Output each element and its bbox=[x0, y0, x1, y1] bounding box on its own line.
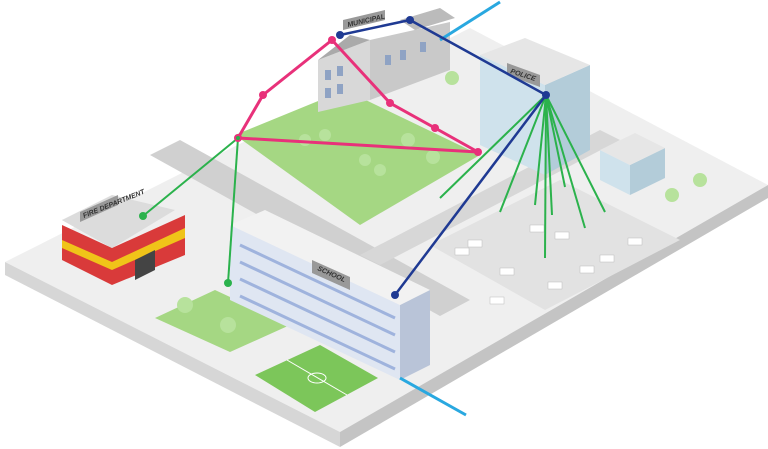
parked-cars bbox=[454, 224, 643, 305]
network-lightblue bbox=[399, 0, 501, 417]
ground-slab-side-right bbox=[340, 185, 768, 447]
school-building: SCHOOL bbox=[230, 210, 430, 380]
ground-slab-side-left bbox=[5, 262, 340, 447]
parking-lot bbox=[430, 180, 680, 310]
network-pink bbox=[234, 36, 482, 156]
office-building bbox=[600, 133, 665, 195]
soccer-field bbox=[255, 345, 378, 412]
trees bbox=[177, 71, 707, 333]
network-green-nodes bbox=[139, 136, 240, 287]
park-lawn bbox=[235, 90, 480, 225]
network-navy bbox=[336, 16, 550, 299]
municipal-building: MUNICIPAL bbox=[318, 8, 455, 112]
soccer-center-circle bbox=[307, 372, 327, 384]
soccer-field-lines bbox=[286, 359, 348, 396]
network-green bbox=[142, 94, 606, 284]
